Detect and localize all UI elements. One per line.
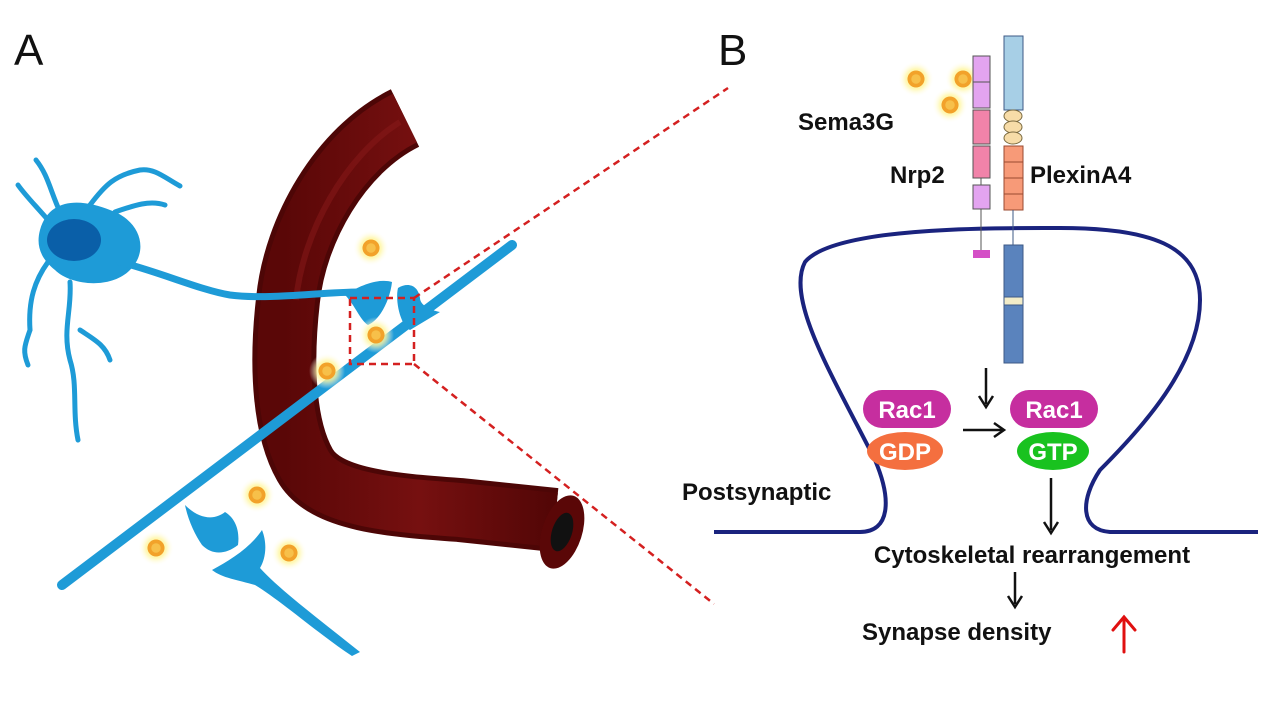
rac1-right-label: Rac1 bbox=[1025, 397, 1082, 424]
sema3g-particle-icon bbox=[352, 229, 390, 267]
zoom-line-top bbox=[413, 86, 729, 300]
cytoskeletal-label: Cytoskeletal rearrangement bbox=[874, 542, 1190, 569]
plexina4-receptor bbox=[1003, 35, 1024, 364]
downstream-arrow-icon bbox=[1042, 478, 1060, 536]
postsynaptic-label: Postsynaptic bbox=[682, 479, 831, 506]
sema3g-particles-panel-b bbox=[897, 60, 982, 124]
rac1-left-pill bbox=[863, 390, 951, 428]
blood-vessel bbox=[252, 89, 585, 569]
neuron-nucleus bbox=[47, 219, 101, 261]
lower-synapse bbox=[185, 505, 360, 656]
sema3g-particle-icon bbox=[270, 534, 308, 572]
sema3g-particle-icon bbox=[897, 60, 935, 98]
zoom-indicator bbox=[348, 86, 729, 605]
rac1-gdp-complex: Rac1 GDP bbox=[863, 390, 951, 470]
rac1-left-label: Rac1 bbox=[878, 397, 935, 424]
gtp-pill bbox=[1017, 432, 1089, 470]
rac1-gtp-complex: Rac1 GTP bbox=[1010, 390, 1098, 470]
nrp2-label: Nrp2 bbox=[890, 162, 945, 189]
postsynaptic-spine-lower bbox=[212, 530, 360, 656]
sema3g-particle-icon bbox=[137, 529, 175, 567]
postsynaptic-membrane bbox=[714, 225, 1258, 534]
panel-a-label: A bbox=[14, 26, 44, 75]
neuron bbox=[15, 157, 364, 443]
axon bbox=[57, 240, 517, 590]
zoom-box bbox=[348, 296, 416, 366]
sema3g-particle-icon bbox=[238, 476, 276, 514]
zoom-line-bottom bbox=[413, 363, 715, 605]
synapse-arrow-icon bbox=[1006, 572, 1024, 610]
sema3g-particle-icon bbox=[357, 316, 395, 354]
panel-b: B bbox=[682, 26, 1258, 654]
activation-arrow-icon bbox=[977, 368, 995, 410]
sema3g-particle-icon bbox=[308, 352, 346, 390]
exchange-arrow-icon bbox=[963, 421, 1007, 439]
presynaptic-bouton-upper bbox=[345, 280, 392, 325]
synapse-density-label: Synapse density bbox=[862, 619, 1052, 646]
upper-synapse bbox=[345, 280, 440, 330]
postsynaptic-spine-upper bbox=[397, 285, 440, 330]
vessel-lumen bbox=[550, 512, 574, 552]
gdp-label: GDP bbox=[879, 439, 931, 466]
rac1-right-pill bbox=[1010, 390, 1098, 428]
nrp2-receptor bbox=[972, 55, 991, 258]
red-up-arrow-icon bbox=[1111, 614, 1137, 654]
gtp-label: GTP bbox=[1028, 439, 1077, 466]
plexina4-label: PlexinA4 bbox=[1030, 162, 1132, 189]
sema3g-label: Sema3G bbox=[798, 109, 894, 136]
sema3g-particle-icon bbox=[931, 86, 969, 124]
panel-b-label: B bbox=[718, 26, 747, 75]
gdp-pill bbox=[867, 432, 943, 470]
presynaptic-bouton-lower bbox=[185, 505, 239, 553]
panel-a: A bbox=[14, 26, 729, 656]
